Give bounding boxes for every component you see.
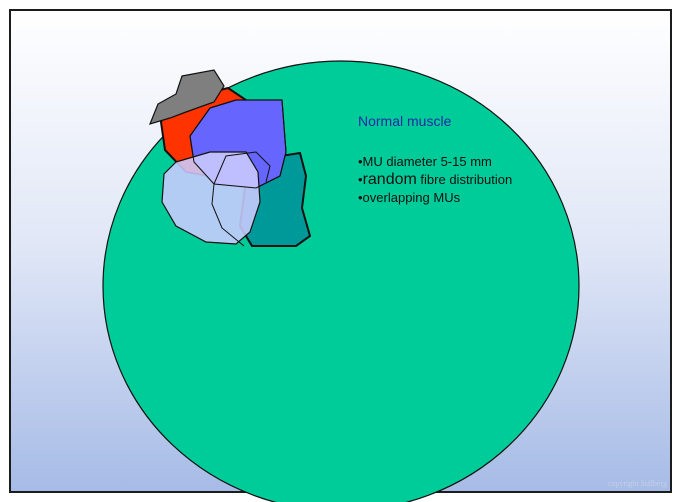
diagram-title: Normal muscle	[358, 113, 452, 129]
bullet-random-prefix: •	[358, 172, 363, 187]
copyright-text: copyright Stålberg	[607, 479, 667, 488]
motor-unit-outline-overlap	[189, 99, 287, 189]
bullet-random-emphasis: random	[362, 171, 417, 188]
motor-unit-light	[161, 151, 261, 245]
motor-unit-outline-blue-inner	[213, 151, 271, 185]
motor-unit-outline-inner	[211, 183, 245, 247]
bullet-list: •MU diameter 5-15 mm •random fibre distr…	[358, 153, 512, 207]
bullet-random-distribution: •random fibre distribution	[358, 171, 512, 189]
bullet-mu-diameter: •MU diameter 5-15 mm	[358, 154, 492, 169]
bullet-overlapping: •overlapping MUs	[358, 190, 461, 205]
bullet-random-rest: fibre distribution	[416, 172, 513, 187]
motor-unit-gray	[148, 69, 225, 125]
